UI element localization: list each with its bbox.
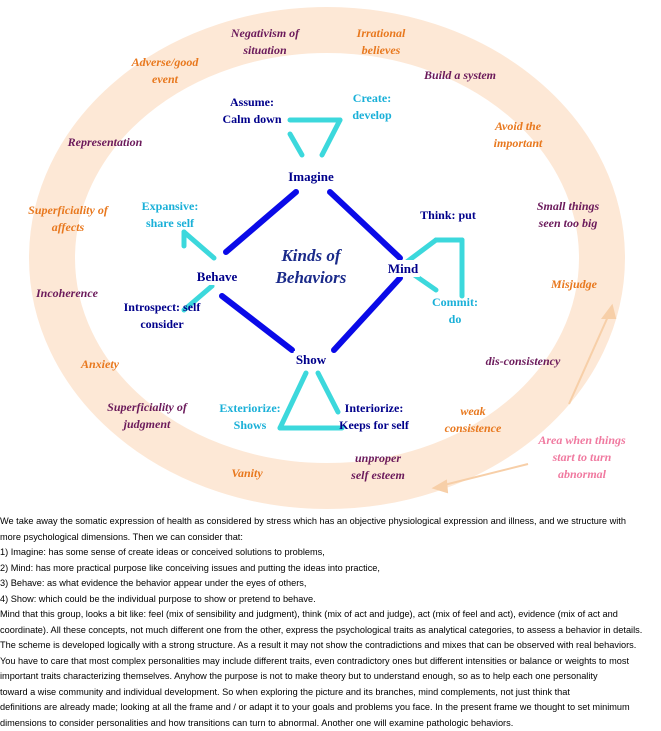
sub-assume-line2: Calm down (222, 111, 281, 128)
ring-representation: Representation (68, 134, 143, 151)
sub-exteriorize-line2: Shows (219, 417, 280, 434)
sub-commit: Commit: do (432, 294, 478, 328)
sub-expansive-line1: Expansive: (142, 198, 199, 215)
ring-superficiality-affects-line2: affects (28, 219, 108, 236)
text-line: 2) Mind: has more practical purpose like… (0, 561, 661, 577)
ring-avoid: Avoid the important (494, 118, 543, 152)
sub-expansive: Expansive: share self (142, 198, 199, 232)
ring-anxiety: Anxiety (81, 356, 119, 373)
sub-expansive-line2: share self (142, 215, 199, 232)
sub-introspect-line2: consider (124, 316, 201, 333)
ring-unproper: unproper self esteem (351, 450, 405, 484)
node-mind: Mind (386, 260, 420, 277)
text-line: 1) Imagine: has some sense of create ide… (0, 545, 661, 561)
ring-irrational: Irrational believes (357, 25, 406, 59)
ring-superficiality-judgment: Superficiality of judgment (107, 399, 187, 433)
center-title: Kinds of Behaviors (276, 245, 347, 289)
text-line: dimensions to consider personalities and… (0, 716, 661, 731)
area-note-line1: Area when things (538, 432, 625, 449)
sub-think: Think: put (420, 207, 476, 224)
ring-superficiality-judgment-line2: judgment (107, 416, 187, 433)
ring-incoherence-line1: Incoherence (36, 285, 98, 302)
ring-irrational-line2: believes (357, 42, 406, 59)
ring-adverse-line2: event (132, 71, 199, 88)
ring-disconsistency-line1: dis-consistency (486, 353, 561, 370)
text-line: Mind that this group, looks a bit like: … (0, 607, 661, 623)
sub-interiorize: Interiorize: Keeps for self (339, 400, 409, 434)
ring-small-things-line1: Small things (537, 198, 599, 215)
area-note-line2: start to turn (538, 449, 625, 466)
ring-build-line1: Build a system (424, 67, 496, 84)
center-title-line1: Kinds of (276, 245, 347, 267)
ring-representation-line1: Representation (68, 134, 143, 151)
ring-superficiality-affects: Superficiality of affects (28, 202, 108, 236)
ring-anxiety-line1: Anxiety (81, 356, 119, 373)
sub-commit-line1: Commit: (432, 294, 478, 311)
sub-introspect-line1: Introspect: self (124, 299, 201, 316)
ring-weak-line2: consistence (445, 420, 502, 437)
text-line: toward a wise community and individual d… (0, 685, 661, 701)
ring-negativism-line2: situation (231, 42, 299, 59)
sub-exteriorize-line1: Exteriorize: (219, 400, 280, 417)
ring-adverse-line1: Adverse/good (132, 54, 199, 71)
text-line: 4) Show: which could be the individual p… (0, 592, 661, 608)
sub-interiorize-line1: Interiorize: (339, 400, 409, 417)
ring-weak-line1: weak (445, 403, 502, 420)
ring-weak: weak consistence (445, 403, 502, 437)
sub-create: Create: develop (352, 90, 391, 124)
sub-assume: Assume: Calm down (222, 94, 281, 128)
ring-misjudge-line1: Misjudge (551, 276, 597, 293)
sub-introspect: Introspect: self consider (124, 299, 201, 333)
sub-create-line1: Create: (352, 90, 391, 107)
ring-negativism: Negativism of situation (231, 25, 299, 59)
ring-avoid-line1: Avoid the (494, 118, 543, 135)
text-line: You have to care that most complex perso… (0, 654, 661, 670)
ring-misjudge: Misjudge (551, 276, 597, 293)
sub-think-line1: Think: put (420, 207, 476, 224)
text-line: important traits characterizing themselv… (0, 669, 661, 685)
sub-interiorize-line2: Keeps for self (339, 417, 409, 434)
node-behave: Behave (195, 268, 239, 285)
text-line: more psychological dimensions. Then we c… (0, 530, 661, 546)
ring-superficiality-judgment-line1: Superficiality of (107, 399, 187, 416)
text-line: 3) Behave: as what evidence the behavior… (0, 576, 661, 592)
ring-disconsistency: dis-consistency (486, 353, 561, 370)
ring-adverse: Adverse/good event (132, 54, 199, 88)
area-note: Area when things start to turn abnormal (538, 432, 625, 483)
ring-negativism-line1: Negativism of (231, 25, 299, 42)
ring-small-things: Small things seen too big (537, 198, 599, 232)
ring-unproper-line2: self esteem (351, 467, 405, 484)
sub-commit-line2: do (432, 311, 478, 328)
ring-irrational-line1: Irrational (357, 25, 406, 42)
area-note-line3: abnormal (538, 466, 625, 483)
ring-incoherence: Incoherence (36, 285, 98, 302)
sub-create-line2: develop (352, 107, 391, 124)
behaviors-diagram: Kinds of Behaviors Imagine Mind Behave S… (0, 0, 661, 510)
ring-vanity-line1: Vanity (231, 465, 262, 482)
center-title-line2: Behaviors (276, 267, 347, 289)
node-show: Show (294, 351, 328, 368)
text-line: We take away the somatic expression of h… (0, 514, 661, 530)
sub-assume-line1: Assume: (222, 94, 281, 111)
ring-vanity: Vanity (231, 465, 262, 482)
ring-superficiality-affects-line1: Superficiality of (28, 202, 108, 219)
ring-unproper-line1: unproper (351, 450, 405, 467)
ring-avoid-line2: important (494, 135, 543, 152)
text-line: definitions are already made; looking at… (0, 700, 661, 716)
ring-small-things-line2: seen too big (537, 215, 599, 232)
explanation-text: We take away the somatic expression of h… (0, 514, 661, 731)
node-imagine: Imagine (286, 168, 336, 185)
ring-build: Build a system (424, 67, 496, 84)
sub-exteriorize: Exteriorize: Shows (219, 400, 280, 434)
text-line: coordinate). All these concepts, not muc… (0, 623, 661, 639)
text-line: The scheme is developed logically with a… (0, 638, 661, 654)
